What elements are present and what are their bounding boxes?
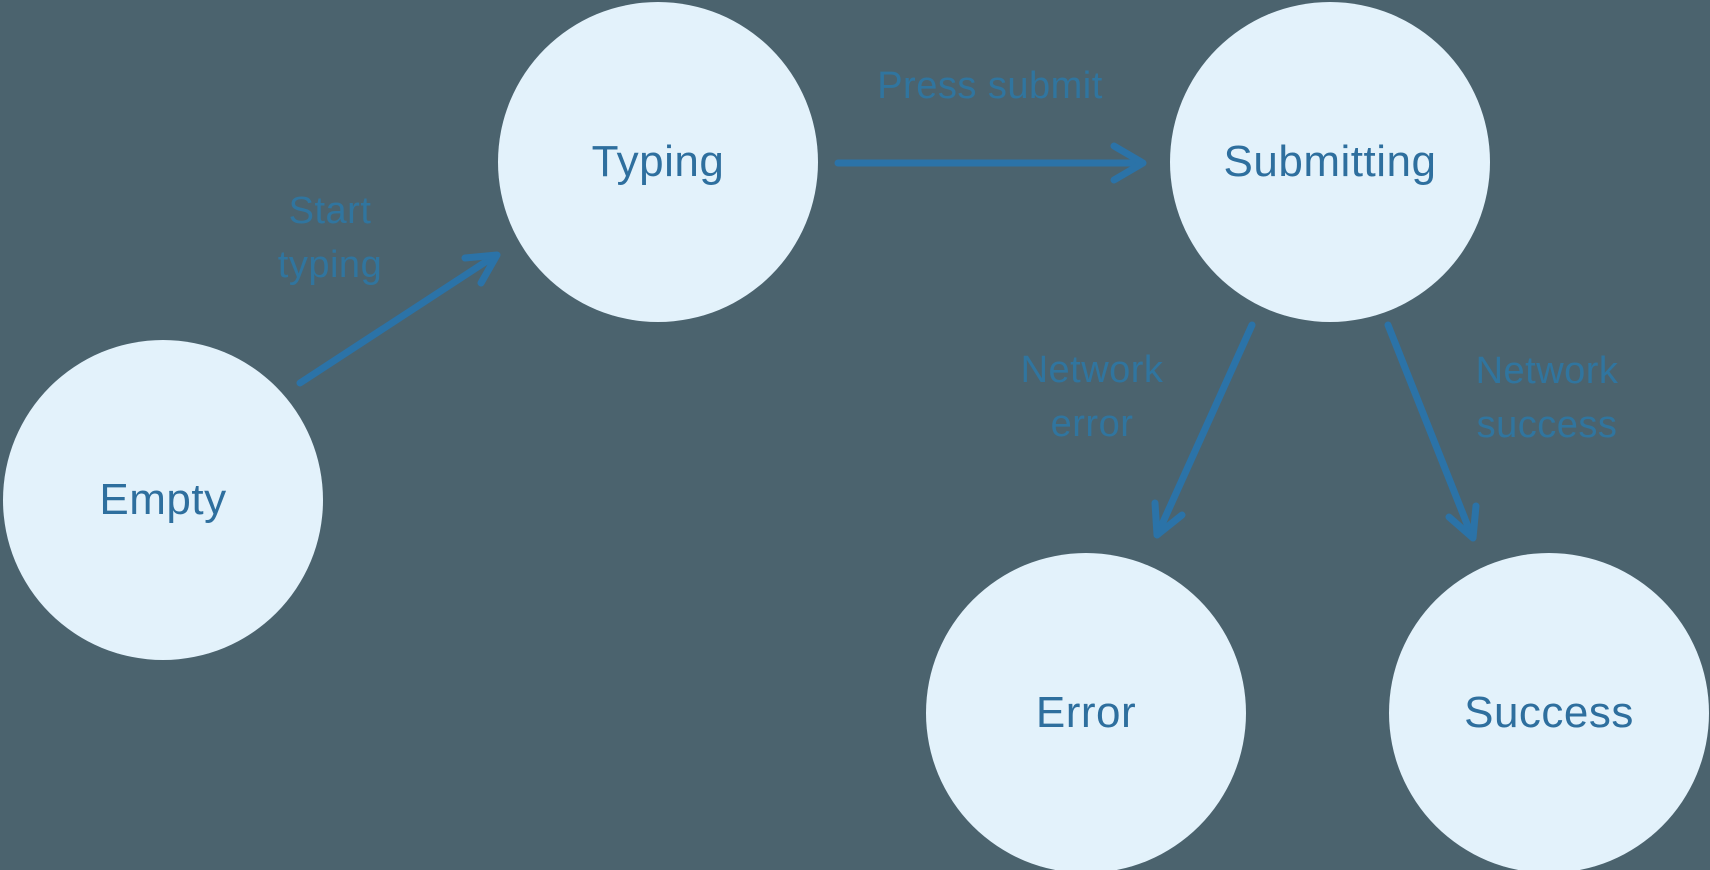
state-node-typing: Typing bbox=[498, 2, 818, 322]
arrow-shaft bbox=[1155, 321, 1256, 535]
state-label-typing: Typing bbox=[591, 137, 725, 186]
arrow-head bbox=[1151, 499, 1186, 539]
state-label-error: Error bbox=[1035, 688, 1137, 737]
state-node-success: Success bbox=[1389, 553, 1709, 870]
transition-label-press-submit: Press submit bbox=[877, 65, 1103, 107]
state-node-empty: Empty bbox=[3, 340, 323, 660]
transition-label-network-error: Network error bbox=[1020, 349, 1164, 445]
transition-label-network-success: Network success bbox=[1475, 350, 1619, 446]
transition-arrow-submitting-success bbox=[1384, 321, 1480, 542]
state-node-submitting: Submitting bbox=[1170, 2, 1490, 322]
arrow-head bbox=[1445, 502, 1480, 542]
state-label-submitting: Submitting bbox=[1223, 137, 1437, 186]
transition-arrow-empty-typing bbox=[296, 251, 501, 387]
transition-arrow-submitting-error bbox=[1151, 321, 1256, 539]
transition-label-start-typing: Start typing bbox=[277, 190, 383, 286]
state-label-success: Success bbox=[1464, 688, 1634, 737]
state-node-error: Error bbox=[926, 553, 1246, 870]
arrow-head bbox=[461, 251, 501, 287]
arrow-shaft bbox=[1384, 321, 1475, 538]
state-label-empty: Empty bbox=[99, 475, 227, 524]
transition-arrow-typing-submitting bbox=[834, 142, 1147, 184]
arrow-shaft bbox=[296, 253, 497, 387]
arrow-head bbox=[1110, 142, 1147, 184]
